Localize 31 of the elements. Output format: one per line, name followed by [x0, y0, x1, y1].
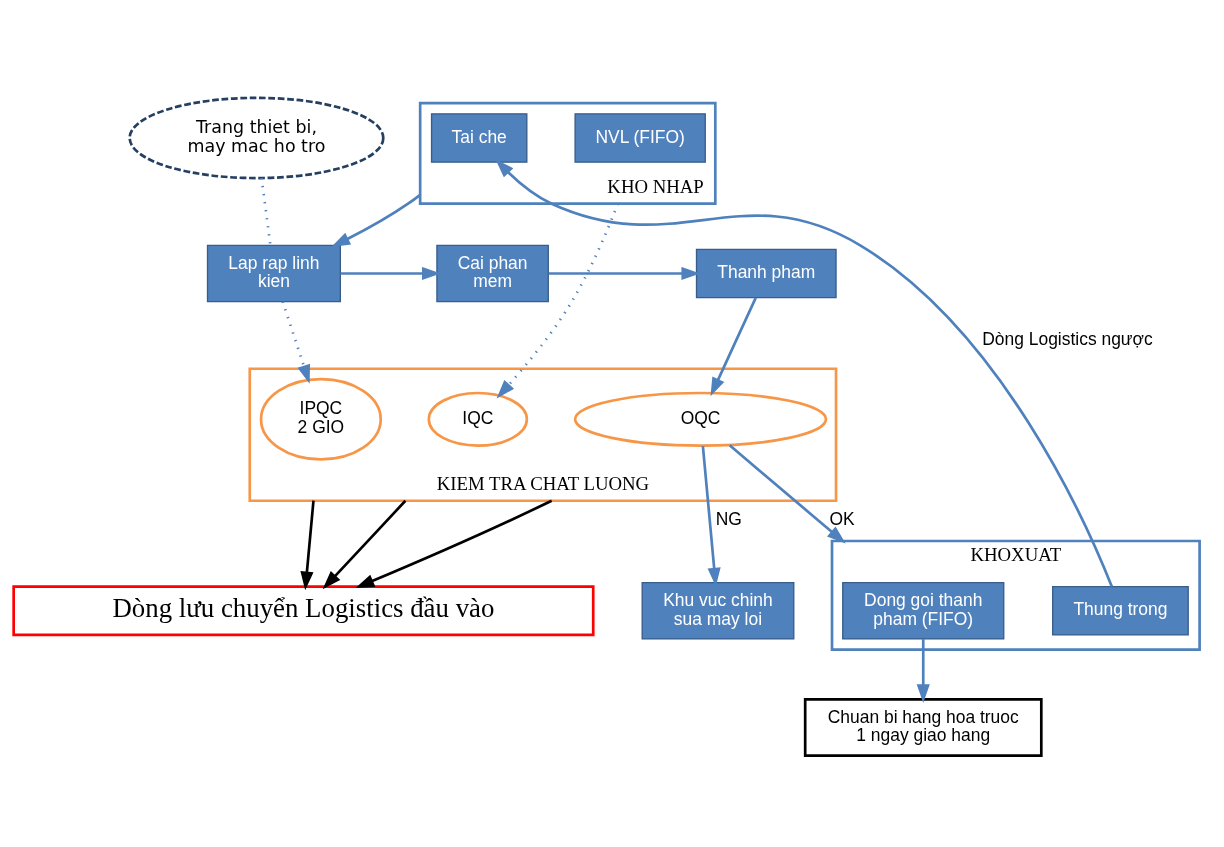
connector — [260, 177, 272, 245]
arrow — [322, 499, 407, 589]
arrow — [495, 158, 1114, 587]
node-box: Lap rap linh kien — [206, 244, 341, 302]
arrow — [300, 500, 315, 590]
arrow — [281, 300, 311, 384]
node-ellipse: IQC — [427, 391, 529, 447]
arrow — [355, 499, 553, 588]
node-box: Dòng lưu chuyển Logistics đầu vào — [12, 584, 595, 636]
arrow — [916, 638, 930, 703]
arrow — [728, 443, 846, 544]
node-box: NVL (FIFO) — [574, 112, 706, 163]
node-box: Cai phan mem — [436, 244, 549, 302]
edge-label: OK — [829, 508, 855, 529]
node-box: Tai che — [430, 112, 528, 163]
edge-label: NG — [715, 508, 742, 529]
arrow — [710, 296, 757, 396]
node-ellipse: IPQC 2 GIO — [259, 377, 383, 461]
edge-label: Dòng Logistics ngược — [982, 328, 1153, 349]
arrow — [701, 445, 721, 587]
node-box: Thanh pham — [695, 248, 837, 298]
node-box: Dong goi thanh pham (FIFO) — [842, 581, 1005, 640]
arrow — [340, 266, 441, 280]
node-box: Khu vuc chinh sua may loi — [641, 581, 795, 640]
arrow — [496, 202, 620, 398]
node-box: Thung trong — [1052, 585, 1189, 636]
node-ellipse: Trang thiet bi, may mac ho tro — [128, 96, 385, 179]
node-box: Chuan bi hang hoa truoc 1 ngay giao hang — [803, 697, 1043, 757]
node-ellipse: OQC — [573, 391, 828, 447]
arrow — [331, 193, 421, 247]
arrow — [548, 266, 701, 280]
